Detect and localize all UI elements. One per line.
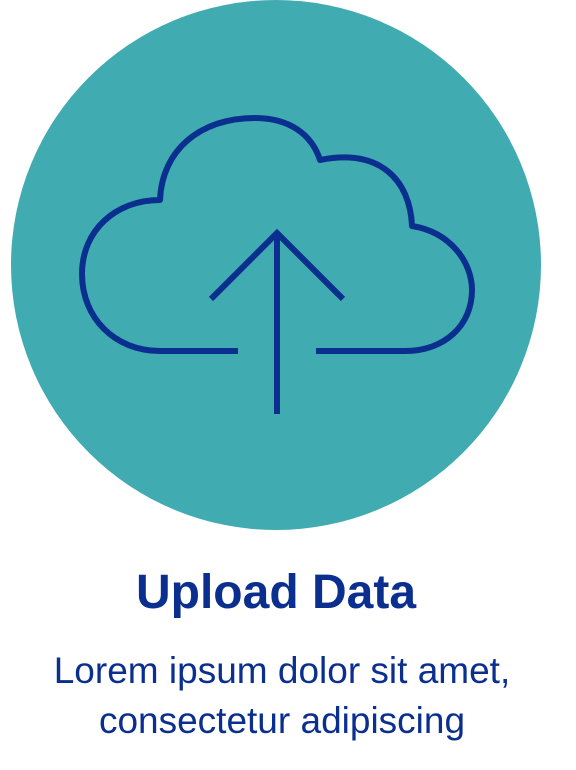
- description-line-2: consectetur adipiscing: [98, 700, 466, 741]
- description-line-1: Lorem ipsum dolor sit amet,: [53, 650, 511, 691]
- card-title: Upload Data: [135, 566, 417, 619]
- upload-arrow-head: [208, 228, 346, 302]
- card-description: Lorem ipsum dolor sit amet, consectetur …: [0, 646, 564, 746]
- cloud-upload-icon: [79, 115, 475, 414]
- cloud-outline: [79, 115, 475, 354]
